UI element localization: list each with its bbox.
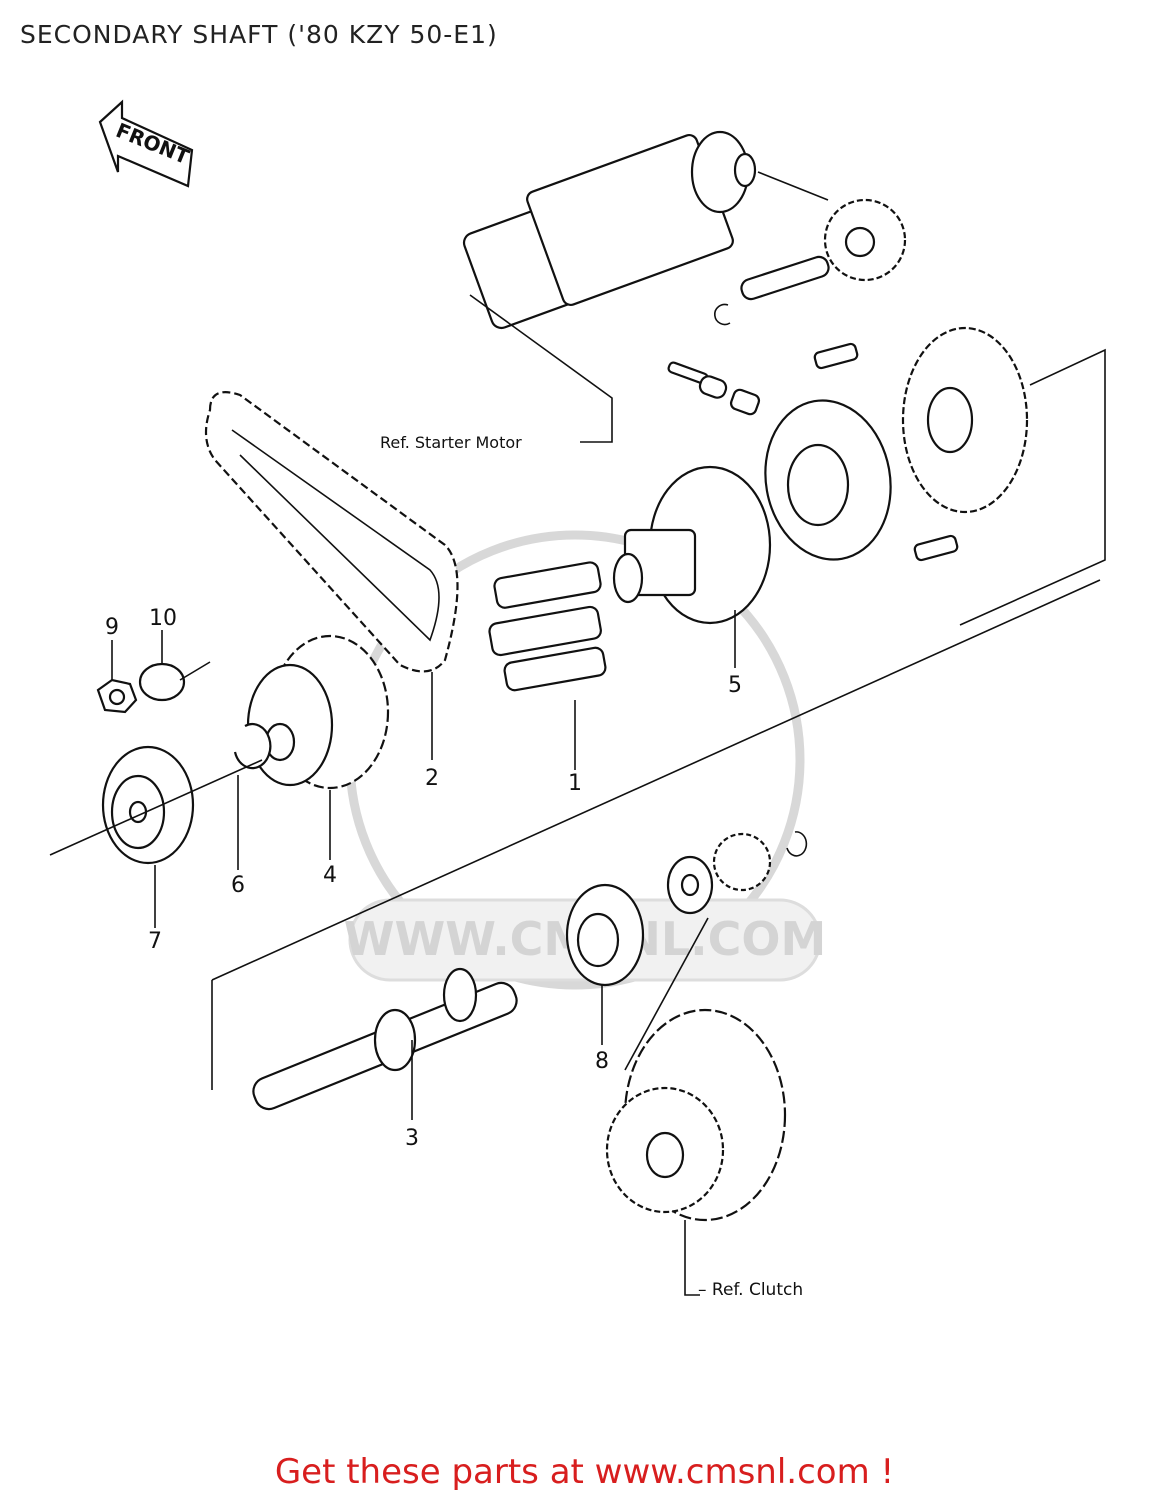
shaft-bearing-drawing	[565, 831, 808, 1071]
callout-6: 6	[231, 873, 245, 898]
callout-8: 8	[595, 1049, 609, 1074]
secondary-shaft-drawing	[211, 579, 1101, 1111]
primary-chain-drawing	[204, 391, 459, 673]
callout-2: 2	[425, 766, 439, 791]
nut-and-collar-drawing	[96, 661, 211, 714]
page-title: SECONDARY SHAFT ('80 KZY 50-E1)	[20, 20, 498, 49]
ref-clutch-label: – Ref. Clutch	[698, 1280, 803, 1300]
leader-lines	[111, 294, 736, 1296]
clutch-housing-drawing	[605, 1008, 787, 1222]
footer-link[interactable]: Get these parts at www.cmsnl.com !	[274, 1452, 895, 1492]
callout-7: 7	[148, 929, 162, 954]
front-arrow-icon: FRONT	[98, 99, 194, 188]
starter-clutch-hub-drawing	[612, 465, 772, 625]
callout-10: 10	[149, 606, 177, 631]
idler-sprocket-drawing	[714, 171, 907, 326]
ball-bearing-drawing	[49, 745, 263, 865]
starter-motor-drawing	[462, 130, 757, 330]
circlip-drawing	[233, 723, 272, 770]
starter-clutch-drawing	[667, 326, 1106, 626]
secondary-gear-drawing	[246, 634, 390, 790]
callout-9: 9	[105, 615, 119, 640]
callout-1: 1	[568, 771, 582, 796]
callout-4: 4	[323, 863, 337, 888]
callout-3: 3	[405, 1126, 419, 1151]
damper-rubber-drawing	[488, 561, 607, 692]
callout-5: 5	[728, 673, 742, 698]
ref-starter-motor-label: Ref. Starter Motor	[380, 433, 522, 452]
